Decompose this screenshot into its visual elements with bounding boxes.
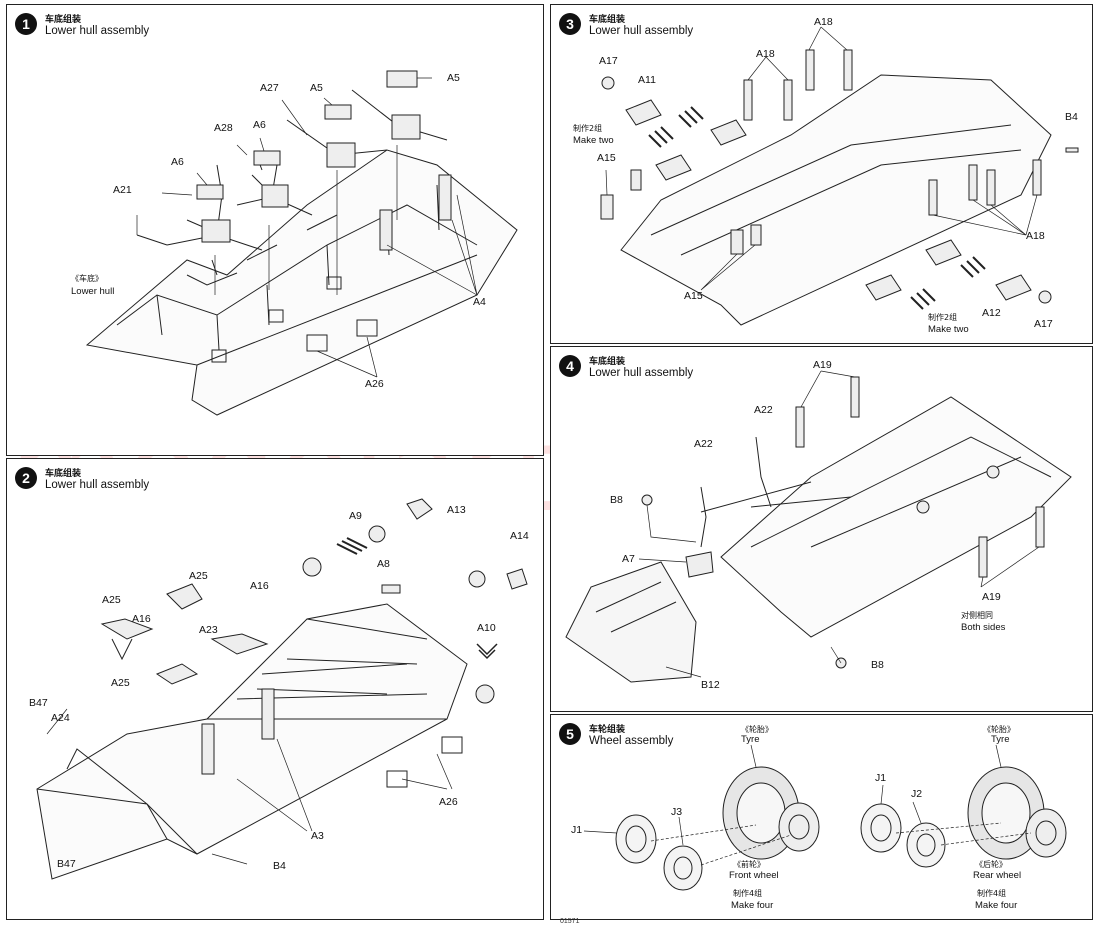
- part-label-a16-left: A16: [132, 613, 151, 625]
- part-label-a8: A8: [377, 558, 390, 570]
- part-label-a26: A26: [439, 796, 458, 808]
- rear-wheel-cn: 《后轮》: [975, 860, 1007, 869]
- part-label-a12: A12: [982, 307, 1001, 319]
- part-label-j1-rear: J1: [875, 772, 887, 784]
- page-footer: 01571: [560, 918, 580, 925]
- make-four-rear-en: Make four: [975, 900, 1018, 911]
- part-label-a13: A13: [447, 504, 466, 516]
- part-label-b12: B12: [701, 679, 720, 691]
- step-4-title-cn: 车底组装: [589, 357, 626, 367]
- step-3-number: 3: [559, 13, 581, 35]
- part-label-a18-right: A18: [1026, 230, 1045, 242]
- lower-hull-note-cn: 《车底》: [71, 274, 103, 283]
- part-label-a25-mid: A25: [111, 677, 130, 689]
- step-4-panel: 4 车底组装 Lower hull assembly: [550, 346, 1093, 712]
- part-label-j1-front: J1: [571, 824, 583, 836]
- step-5-drawing: [583, 744, 1067, 891]
- tyre-front-cn: 《轮胎》: [741, 725, 773, 734]
- step-1-title-cn: 车底组装: [45, 15, 82, 25]
- make-four-front-cn: 制作4组: [733, 889, 763, 898]
- make-two-note-right-en: Make two: [928, 324, 969, 335]
- part-label-b8-left: B8: [610, 494, 623, 506]
- part-label-b8-right: B8: [871, 659, 884, 671]
- step-3-title-cn: 车底组装: [589, 15, 626, 25]
- step-1-number: 1: [15, 13, 37, 35]
- part-label-a26: A26: [365, 378, 384, 390]
- step-3-title-en: Lower hull assembly: [589, 25, 694, 37]
- part-label-a5-left: A5: [310, 82, 323, 94]
- tyre-rear-cn: 《轮胎》: [983, 725, 1015, 734]
- part-label-a28: A28: [214, 122, 233, 134]
- part-label-a15-left: A15: [597, 152, 616, 164]
- part-label-a17-top: A17: [599, 55, 618, 67]
- part-label-a18-mid: A18: [756, 48, 775, 60]
- part-label-a16-top: A16: [250, 580, 269, 592]
- lower-hull-note-en: Lower hull: [71, 286, 115, 297]
- tyre-rear-en: Tyre: [991, 734, 1010, 745]
- step-2-panel: 2 车底组装 Lower hull assembly: [6, 458, 544, 920]
- step-5-title-en: Wheel assembly: [589, 735, 674, 747]
- step-1-title-en: Lower hull assembly: [45, 25, 150, 37]
- part-label-a21: A21: [113, 184, 132, 196]
- part-label-a7: A7: [622, 553, 635, 565]
- make-two-note-left-en: Make two: [573, 135, 614, 146]
- part-label-a14: A14: [510, 530, 529, 542]
- step-2-drawing: [36, 498, 528, 880]
- part-label-a18-top: A18: [814, 16, 833, 28]
- step-2-title-cn: 车底组装: [45, 469, 82, 479]
- make-two-note-right-cn: 制作2组: [928, 313, 958, 322]
- part-label-a6-lower: A6: [171, 156, 184, 168]
- part-label-a10: A10: [477, 622, 496, 634]
- part-label-b47-bottom: B47: [57, 858, 76, 870]
- rear-wheel-en: Rear wheel: [973, 870, 1022, 881]
- part-label-a17-bottom: A17: [1034, 318, 1053, 330]
- part-label-a23: A23: [199, 624, 218, 636]
- step-5-panel: 5 车轮组装 Wheel assembly: [550, 714, 1093, 920]
- front-wheel-en: Front wheel: [729, 870, 779, 881]
- part-label-a22-lower: A22: [694, 438, 713, 450]
- step-1-panel: 1 车底组装 Lower hull assembly: [6, 4, 544, 456]
- both-sides-note-en: Both sides: [961, 622, 1006, 633]
- step-3-drawing: [600, 26, 1079, 326]
- part-label-a24: A24: [51, 712, 70, 724]
- part-label-a6-upper: A6: [253, 119, 266, 131]
- part-label-a19-right: A19: [982, 591, 1001, 603]
- step-2-title-en: Lower hull assembly: [45, 479, 150, 491]
- part-label-a15-bottom: A15: [684, 290, 703, 302]
- part-label-a25-left: A25: [102, 594, 121, 606]
- part-label-a25-top: A25: [189, 570, 208, 582]
- tyre-front-en: Tyre: [741, 734, 760, 745]
- make-two-note-left-cn: 制作2组: [573, 124, 603, 133]
- part-label-a27: A27: [260, 82, 279, 94]
- step-5-title-cn: 车轮组装: [589, 725, 626, 735]
- part-label-b4: B4: [273, 860, 286, 872]
- step-3-panel: 3 车底组装 Lower hull assembly: [550, 4, 1093, 344]
- step-4-title-en: Lower hull assembly: [589, 367, 694, 379]
- part-label-b47-top: B47: [29, 697, 48, 709]
- make-four-rear-cn: 制作4组: [977, 889, 1007, 898]
- part-label-a11: A11: [638, 74, 656, 86]
- part-label-a4: A4: [473, 296, 486, 308]
- part-label-a22-upper: A22: [754, 404, 773, 416]
- step-4-number: 4: [559, 355, 581, 377]
- step-1-drawing: [85, 70, 518, 416]
- part-label-a19-top: A19: [813, 359, 832, 371]
- make-four-front-en: Make four: [731, 900, 774, 911]
- part-label-a9: A9: [349, 510, 362, 522]
- part-label-a3: A3: [311, 830, 324, 842]
- both-sides-note-cn: 对侧相同: [961, 611, 993, 620]
- step-4-drawing: [565, 370, 1072, 683]
- step-2-number: 2: [15, 467, 37, 489]
- part-label-j3: J3: [671, 806, 683, 818]
- front-wheel-cn: 《前轮》: [733, 860, 765, 869]
- part-label-a5-right: A5: [447, 72, 460, 84]
- step-5-number: 5: [559, 723, 581, 745]
- part-label-j2: J2: [911, 788, 923, 800]
- part-label-b4: B4: [1065, 111, 1078, 123]
